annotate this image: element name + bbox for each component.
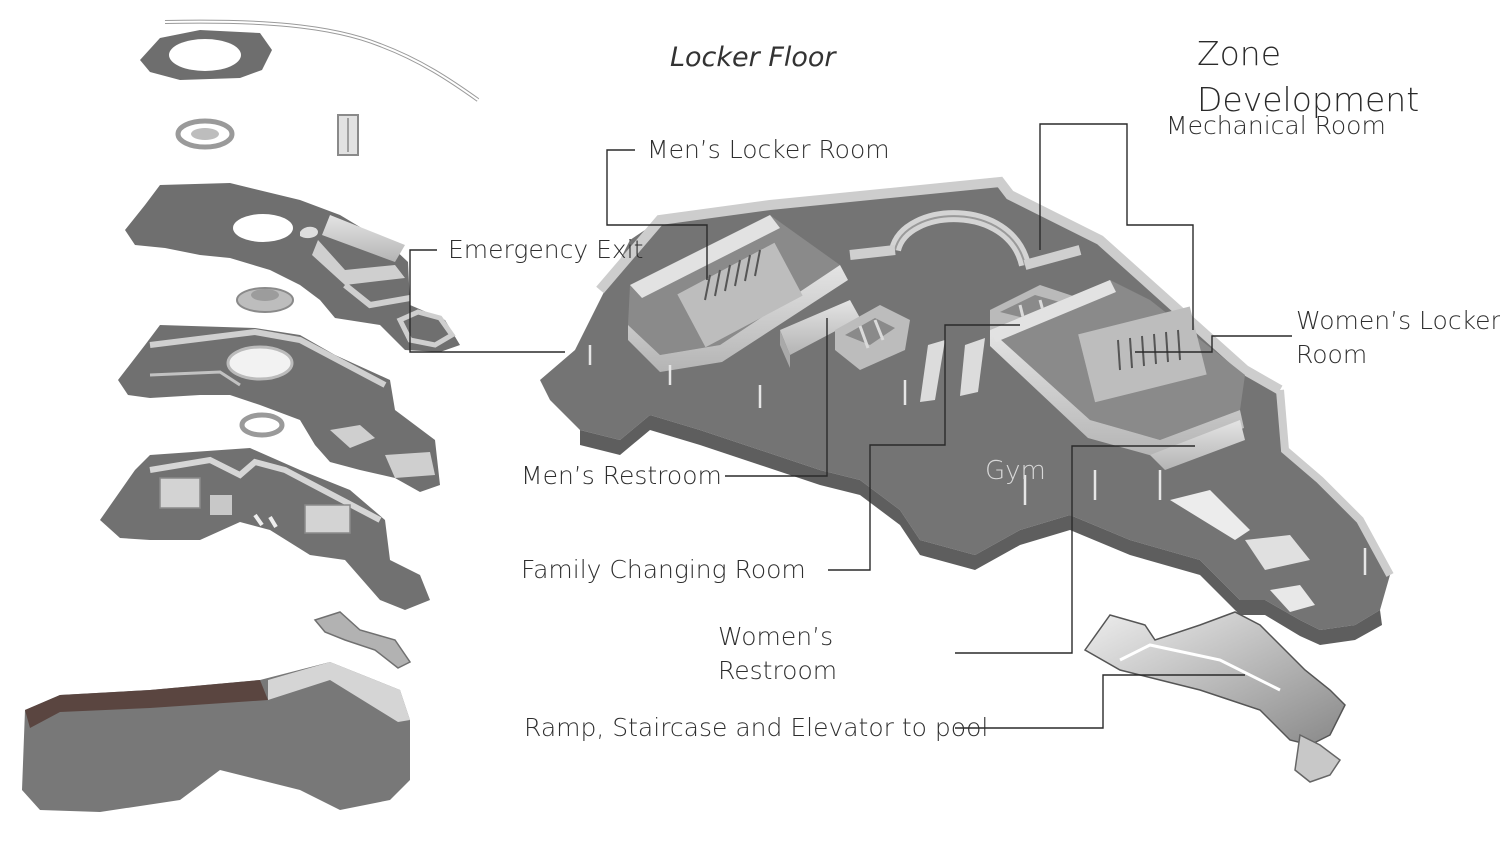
leader-mens-locker-room [606, 149, 708, 280]
label-womens-locker-room: Women’s Locker Room [1296, 304, 1500, 372]
spiral-stair-element [175, 118, 235, 150]
ramp-mini-element [313, 611, 412, 669]
label-mens-locker-room: Men’s Locker Room [647, 135, 890, 164]
womens-locker-room-block [990, 280, 1245, 458]
label-womens-locker-room-line2: Room [1296, 340, 1368, 369]
page-title: Zone Development [1197, 31, 1419, 123]
family-changing-room-block [835, 305, 910, 370]
label-womens-locker-room-line1: Women’s Locker [1296, 306, 1500, 335]
roof-slab [140, 19, 480, 102]
label-gym: Gym [985, 456, 1046, 486]
mens-restroom-block [780, 300, 860, 368]
elevator-core-element [337, 114, 359, 156]
main-locker-floor-plan [540, 176, 1394, 645]
label-womens-restroom-line2: Restroom [718, 656, 838, 685]
exploded-axonometric-stack [22, 19, 480, 812]
ring-element [239, 412, 285, 438]
label-family-changing-room: Family Changing Room [521, 555, 806, 584]
label-womens-restroom-line1: Women’s [718, 622, 834, 651]
leader-family-changing [828, 324, 1020, 571]
label-emergency-exit: Emergency Exit [448, 235, 644, 264]
columns [588, 345, 1367, 575]
mens-locker-room-block [628, 215, 848, 372]
base-level-slab [22, 662, 410, 812]
title-line-1: Zone [1197, 34, 1282, 73]
leader-lines [409, 123, 1292, 729]
ramp-staircase-elevator-element [1083, 611, 1346, 783]
leader-ramp [955, 674, 1245, 729]
leader-womens-restroom [955, 445, 1195, 654]
leader-mechanical-room [1039, 123, 1194, 330]
title-line-2: Development [1197, 80, 1420, 119]
subtitle-locker-floor: Locker Floor [670, 42, 836, 73]
gym-area [920, 338, 1315, 612]
label-mechanical-room: Mechanical Room [1166, 111, 1386, 140]
upper-floor-slab [125, 183, 460, 352]
gym-semicircle-wall [849, 210, 1082, 270]
pool-level-slab [118, 325, 440, 492]
label-mens-restroom: Men’s Restroom [521, 461, 722, 490]
leader-emergency-exit [409, 249, 565, 353]
leader-mens-restroom [725, 318, 828, 477]
circular-platform [236, 287, 294, 313]
label-womens-restroom: Women’s Restroom [718, 620, 837, 688]
label-ramp-staircase-elevator: Ramp, Staircase and Elevator to pool [524, 713, 989, 742]
locker-floor-mini-slab [100, 448, 430, 610]
leader-womens-locker-room [1135, 335, 1292, 353]
